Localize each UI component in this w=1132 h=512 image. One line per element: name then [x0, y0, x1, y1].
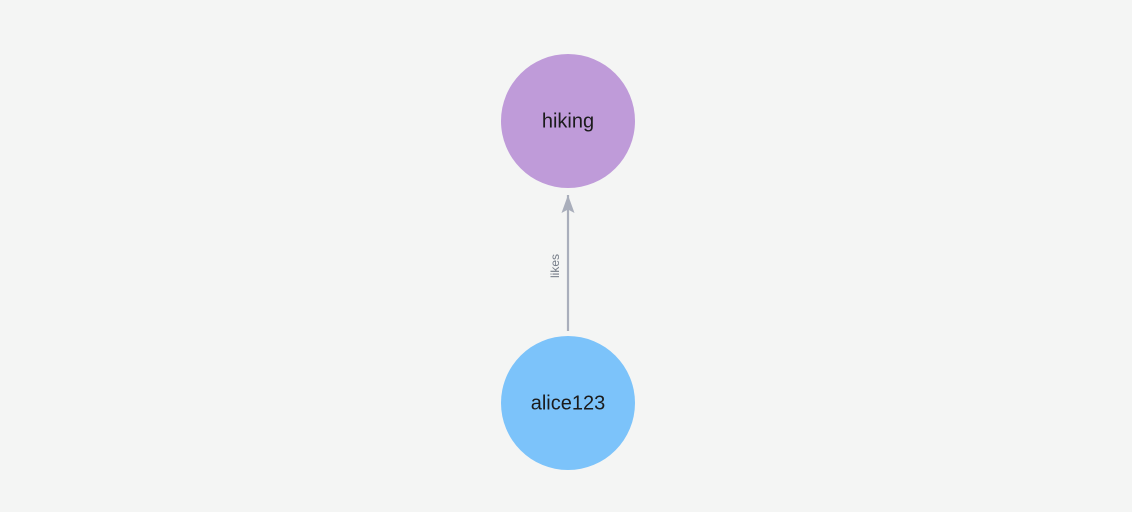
node-alice123[interactable]: alice123	[501, 336, 635, 470]
edge-alice123-likes-hiking[interactable]: likes	[548, 195, 575, 331]
edge-label-likes: likes	[548, 254, 562, 278]
edge-arrowhead-icon	[561, 195, 575, 213]
node-hiking[interactable]: hiking	[501, 54, 635, 188]
node-alice123-circle[interactable]	[501, 336, 635, 470]
node-hiking-circle[interactable]	[501, 54, 635, 188]
edge-group: likes	[548, 195, 575, 331]
